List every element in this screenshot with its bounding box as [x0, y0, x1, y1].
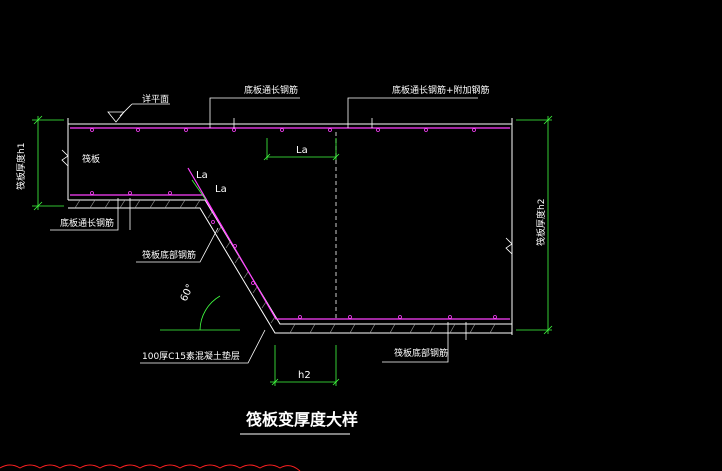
- rebars: [70, 127, 510, 320]
- label-cushion: 100厚C15素混凝土垫层: [142, 350, 240, 362]
- label-raft: 筏板: [82, 153, 100, 165]
- rebar-dots: [90, 128, 497, 319]
- revision-cloud: [0, 464, 301, 471]
- label-top-through-rebar-extra: 底板通长钢筋+附加钢筋: [392, 84, 490, 96]
- label-raft-rebar: 筏板底部钢筋: [142, 249, 196, 261]
- label-thickness-2: 筏板厚度h2: [535, 199, 547, 246]
- break-marks: [61, 149, 513, 255]
- dimensions: [32, 115, 553, 386]
- label-la-slope-2: La: [215, 184, 227, 195]
- angle-marker: [160, 295, 240, 331]
- drawing-title: 筏板变厚度大样: [246, 410, 358, 429]
- leaders: [50, 97, 478, 364]
- label-thickness-1: 筏板厚度h1: [15, 143, 27, 190]
- label-level-surface: 详平面: [142, 93, 169, 105]
- label-h2: h2: [298, 370, 311, 381]
- cushion-hatch: [74, 199, 496, 334]
- bottom-rebar-slope: [187, 167, 510, 320]
- label-bottom-through-rebar: 底板通长钢筋: [60, 217, 114, 229]
- cushion-bottom-profile: [68, 207, 512, 334]
- label-raft-bottom-rebar: 筏板底部钢筋: [394, 347, 448, 359]
- label-top-through-rebar: 底板通长钢筋: [244, 84, 298, 96]
- label-la-slope-1: La: [196, 170, 208, 181]
- label-la-top: La: [296, 145, 308, 156]
- level-triangle-icon: [107, 111, 125, 123]
